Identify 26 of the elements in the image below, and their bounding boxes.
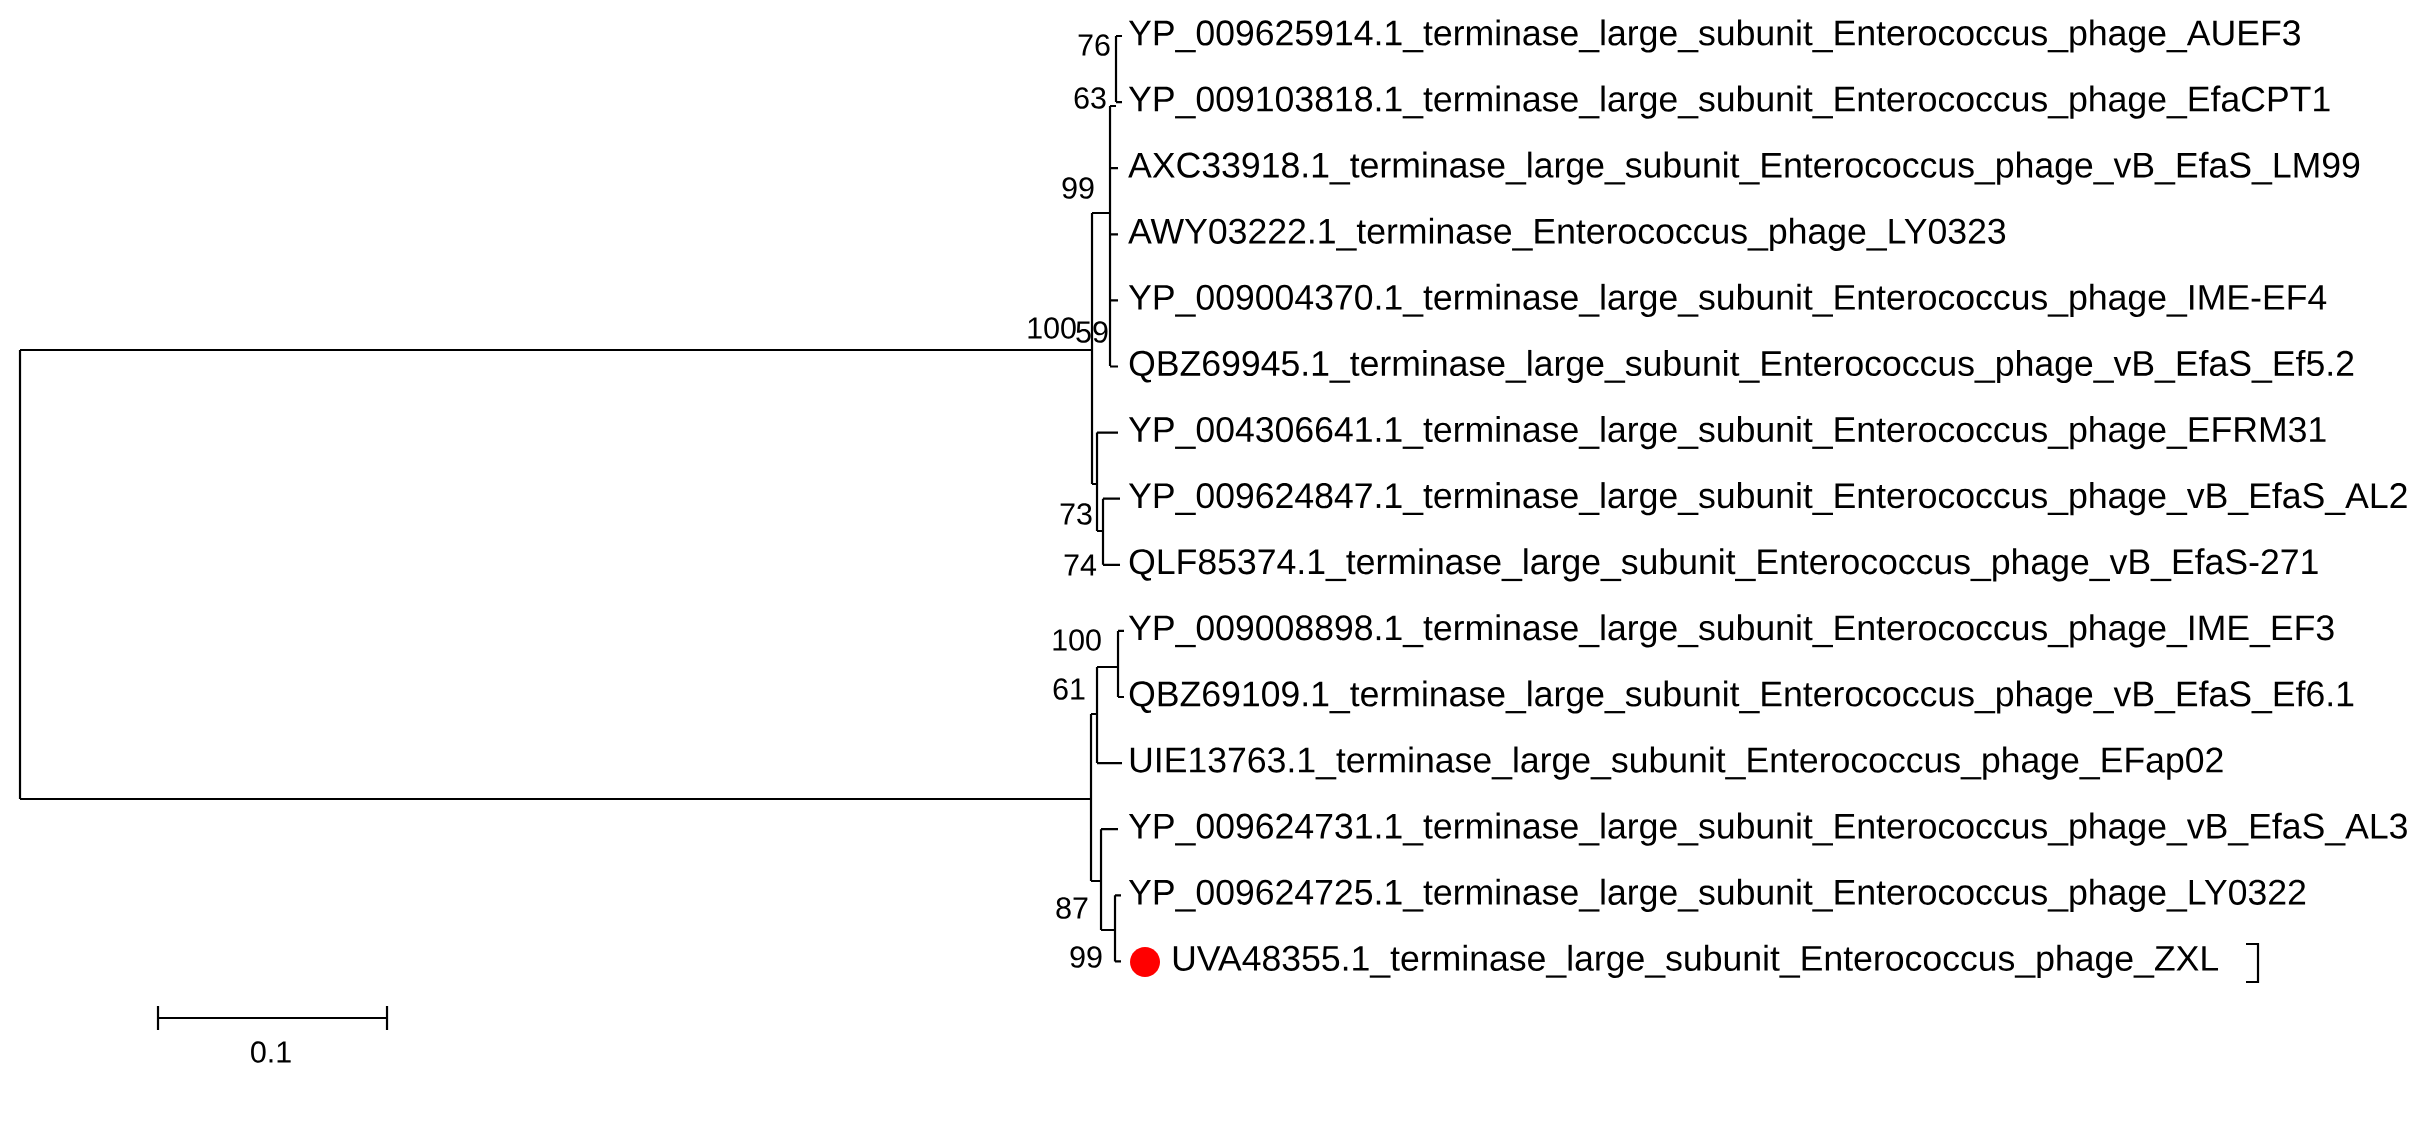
leaf-label: AWY03222.1_terminase_Enterococcus_phage_LY0323 xyxy=(1128,217,2006,251)
leaf-label: UIE13763.1_terminase_large_subunit_Enterococcus_phage_EFap02 xyxy=(1130,746,2223,780)
leaf-label: YP_009004370.1_terminase_large_subunit_Enterococcus_phage_IME-EF4 xyxy=(1128,283,2327,317)
leaf-label: YP_004306641.1_terminase_large_subunit_Enterococcus_phage_EFRM31 xyxy=(1128,416,2326,450)
leaf-label: YP_009624847.1_terminase_large_subunit_Enterococcus_phage_vB_EfaS_AL2 xyxy=(1128,482,2407,516)
leaf-label: QLF85374.1_terminase_large_subunit_Enterococcus_phage_vB_EfaS-271 xyxy=(1129,548,2318,582)
leaf-label: YP_009625914.1_terminase_large_subunit_Enterococcus_phage_AUEF3 xyxy=(1128,19,2300,53)
leaf-label: AXC33918.1_terminase_large_subunit_Enterococcus_phage_vB_EfaS_LM99 xyxy=(1128,151,2360,185)
scale-label: 0.1 xyxy=(251,1041,291,1063)
leaf-label: YP_009624731.1_terminase_large_subunit_Enterococcus_phage_vB_EfaS_AL3 xyxy=(1128,812,2407,846)
leaf-label: YP_009624725.1_terminase_large_subunit_Enterococcus_phage_LY0322 xyxy=(1128,878,2306,912)
bootstrap-value: 76 xyxy=(1078,34,1110,56)
bootstrap-value: 74 xyxy=(1064,554,1097,576)
leaf-label: YP_009103818.1_terminase_large_subunit_Enterococcus_phage_EfaCPT1 xyxy=(1128,85,2330,119)
bootstrap-value: 61 xyxy=(1053,678,1085,700)
bootstrap-value: 73 xyxy=(1060,503,1092,525)
leaf-label: UVA48355.1_terminase_large_subunit_Enterococcus_phage_ZXL xyxy=(1173,944,2219,978)
bootstrap-value: 100 xyxy=(1053,629,1101,651)
bootstrap-value: 99 xyxy=(1070,946,1102,968)
bootstrap-value: 87 xyxy=(1056,897,1088,919)
leaf-label: QBZ69945.1_terminase_large_subunit_Enterococcus_phage_vB_EfaS_Ef5.2 xyxy=(1129,349,2354,384)
bootstrap-value: 100 xyxy=(1028,317,1076,339)
bootstrap-value: 63 xyxy=(1074,87,1106,109)
bootstrap-value: 99 xyxy=(1062,177,1094,199)
leaf-label: YP_009008898.1_terminase_large_subunit_Enterococcus_phage_IME_EF3 xyxy=(1128,614,2334,648)
leaf-label: QBZ69109.1_terminase_large_subunit_Enterococcus_phage_vB_EfaS_Ef6.1 xyxy=(1129,680,2354,714)
